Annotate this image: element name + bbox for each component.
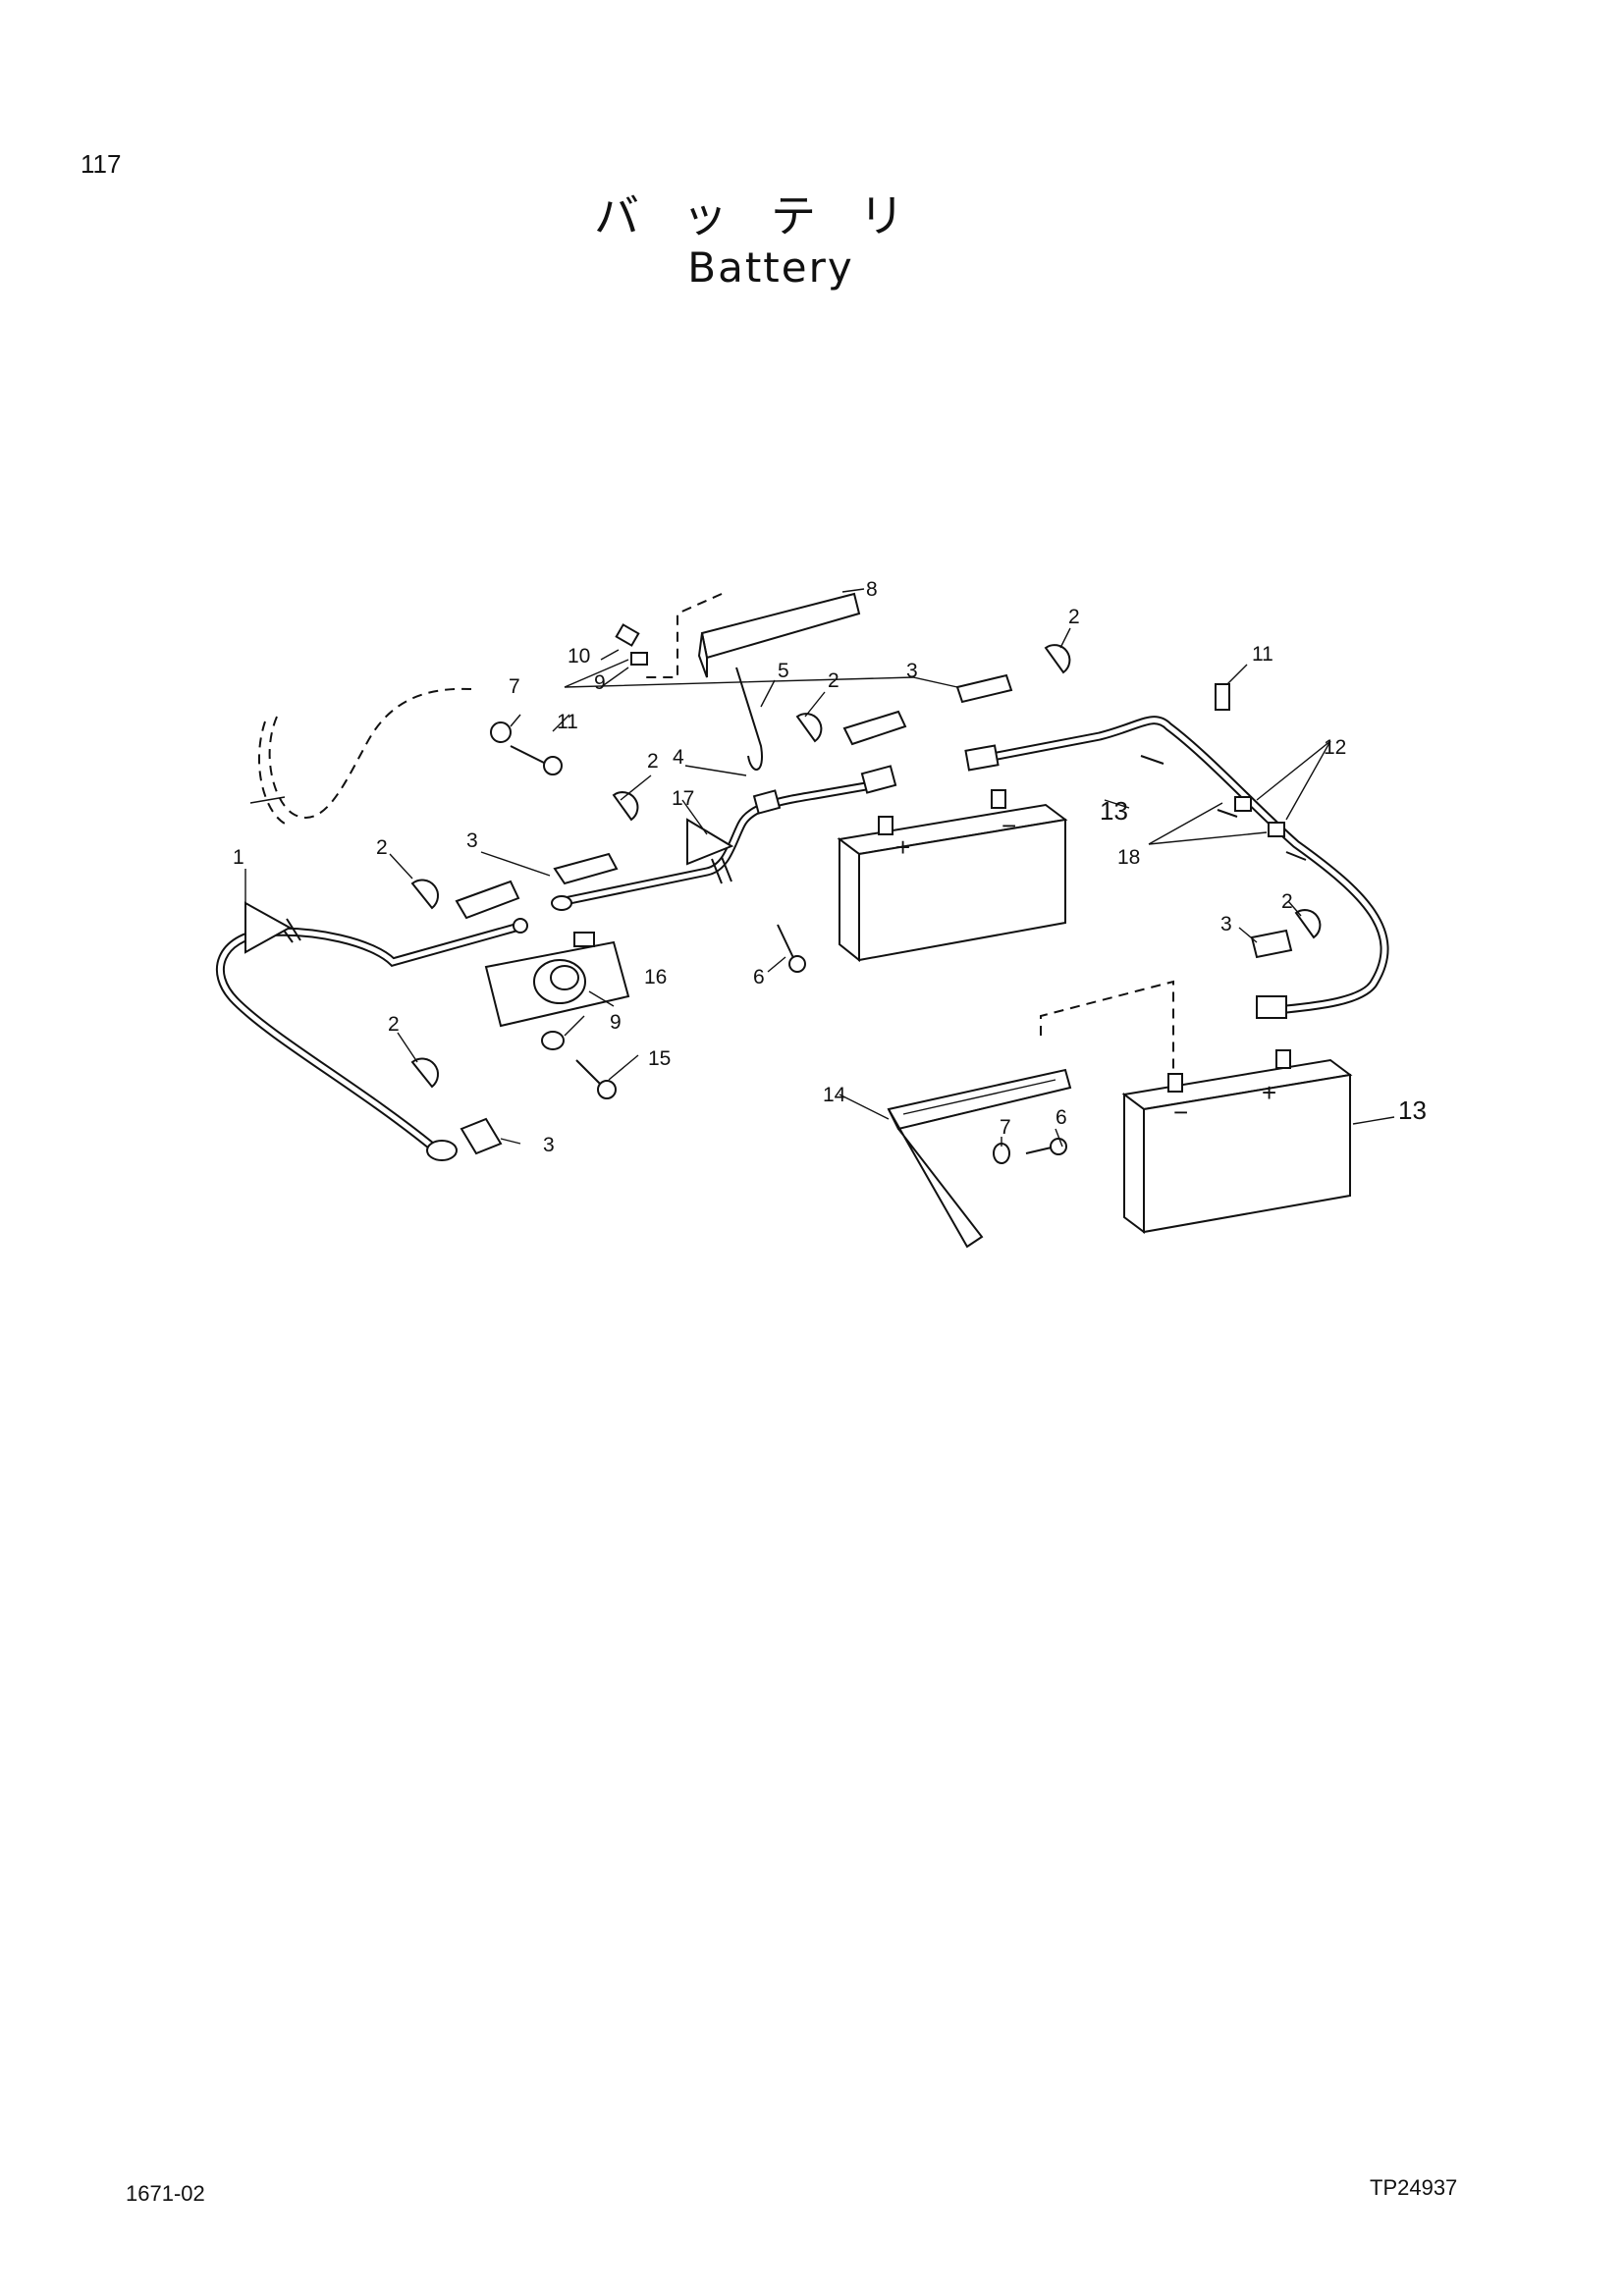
callout-15: 15	[648, 1047, 671, 1070]
callout-7-lower: 7	[1000, 1116, 1011, 1139]
battery-lower-plus: +	[1262, 1078, 1276, 1107]
title-japanese: バッテリ	[594, 189, 947, 242]
title-english: Battery	[687, 243, 854, 292]
footer-code-left: 1671-02	[126, 2181, 205, 2206]
battery-upper: + −	[837, 789, 1068, 963]
callout-6-center: 6	[753, 966, 765, 988]
frame-fragment	[249, 687, 472, 826]
callout-11-right: 11	[1252, 643, 1273, 666]
callout-9-lower: 9	[610, 1011, 622, 1034]
callout-3-left: 3	[466, 829, 478, 852]
battery-upper-minus: −	[1001, 811, 1016, 840]
callout-8: 8	[866, 578, 878, 601]
callout-7-upper: 7	[509, 675, 520, 698]
page-number: 117	[81, 149, 122, 179]
callout-16: 16	[644, 966, 667, 988]
battery-upper-plus: +	[895, 832, 910, 862]
callout-2-right: 2	[1068, 606, 1080, 628]
leader-lines	[244, 588, 1395, 1148]
callout-2-upper: 2	[828, 669, 839, 692]
callout-18: 18	[1117, 846, 1140, 869]
ground-strap-14	[887, 1068, 1072, 1249]
callout-2-center: 2	[647, 750, 659, 773]
battery-lower-minus: −	[1173, 1097, 1188, 1127]
callout-1: 1	[233, 846, 244, 869]
callout-13-upper: 13	[1100, 796, 1128, 826]
callout-10: 10	[568, 645, 590, 667]
clamps-and-covers	[410, 644, 1322, 1155]
callout-2-lower-right: 2	[1281, 890, 1293, 913]
battery-lower: − +	[1121, 1049, 1353, 1234]
ground-dashed-link	[1040, 980, 1174, 1075]
callout-11-left: 11	[557, 711, 578, 733]
callout-2-bottom-left: 2	[388, 1013, 400, 1036]
callout-4: 4	[673, 746, 684, 769]
callout-6-lower: 6	[1056, 1106, 1067, 1129]
callout-9-upper: 9	[594, 671, 606, 694]
callout-12: 12	[1324, 736, 1346, 759]
cable-1	[215, 901, 528, 1161]
callout-17: 17	[672, 787, 694, 810]
callout-5: 5	[778, 660, 789, 682]
bracket-8	[643, 592, 861, 678]
cable-12	[964, 716, 1389, 1019]
footer-code-right: TP24937	[1370, 2175, 1458, 2200]
callout-3-upper: 3	[906, 660, 918, 682]
cable-17	[551, 765, 897, 911]
callout-13-lower: 13	[1398, 1095, 1427, 1125]
callout-3-right: 3	[1220, 913, 1232, 935]
battery-switch-16	[484, 932, 630, 1028]
cable-5	[735, 667, 763, 771]
callout-3-bottom: 3	[543, 1134, 555, 1156]
callout-14: 14	[823, 1084, 846, 1106]
callout-2-left: 2	[376, 836, 388, 859]
small-parts	[490, 623, 1230, 1164]
